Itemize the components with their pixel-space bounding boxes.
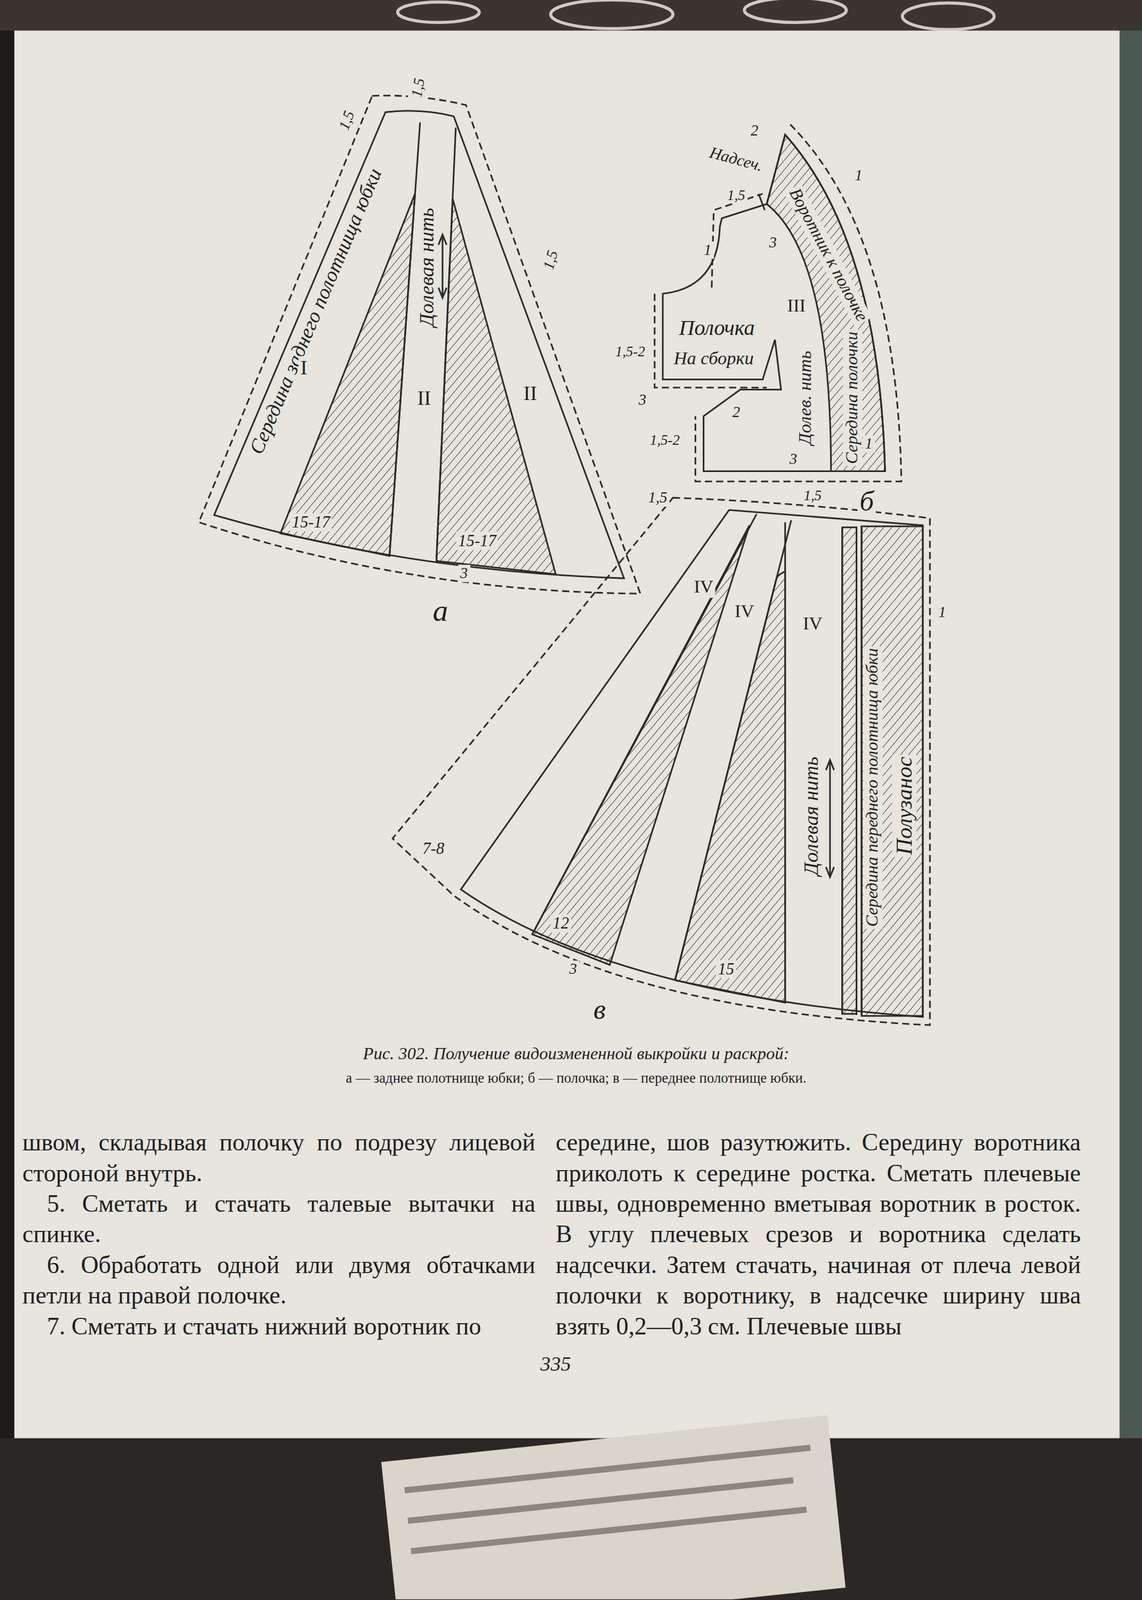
dimension-number: 3 (767, 234, 779, 252)
pattern-label: Полузанос (891, 754, 917, 857)
roman-numeral: IV (800, 614, 825, 635)
bodice-front (654, 124, 902, 481)
roman-numeral: IV (732, 601, 757, 623)
dimension-number: 7-8 (420, 839, 447, 858)
caption-line: а — заднее полотнище юбки; б — полочка; … (343, 1070, 809, 1086)
roman-numeral: I (298, 355, 310, 379)
part-letter: в (591, 993, 608, 1026)
dimension-number: 3 (457, 564, 470, 582)
pattern-line (711, 193, 763, 288)
pattern-line (436, 127, 456, 561)
roman-numeral: IV (692, 577, 716, 598)
front-skirt-panel (392, 497, 930, 1025)
pattern-line (532, 513, 757, 935)
fill-area (861, 526, 923, 1016)
fill-area (14, 30, 1120, 1438)
pattern-line (674, 519, 792, 980)
text-column: середине, шов разутюжить. Середину ворот… (555, 1126, 1081, 1341)
dimension-number: 1,5-2 (613, 343, 647, 360)
dimension-number: 2 (730, 403, 743, 421)
pattern-label: На сборки (671, 348, 757, 369)
dimension-number: 1 (936, 603, 948, 621)
pattern-line (214, 110, 625, 579)
svg-part (381, 1414, 846, 1599)
dimension-number: 12 (550, 913, 571, 932)
pattern-label: Долевая нить (799, 754, 822, 878)
pattern-label: Долев. нить (795, 348, 816, 447)
pattern-line (438, 234, 447, 299)
body-paragraph: 6. Обработать одной или двумя обтачками … (22, 1249, 536, 1311)
pattern-line (389, 122, 421, 557)
dimension-number: 15 (716, 959, 737, 978)
lace-shape (550, 0, 674, 29)
roman-numeral: III (785, 295, 808, 317)
fill-area (842, 527, 857, 1014)
pattern-line (784, 521, 786, 1003)
body-paragraph: 5. Сметать и стачать талевые вытачки на … (22, 1187, 536, 1250)
roman-numeral: II (521, 381, 540, 404)
dimension-number: 2 (748, 122, 761, 140)
page-number: 335 (538, 1352, 574, 1375)
dimension-number: 1,5 (725, 187, 747, 204)
dimension-number: 3 (636, 391, 649, 409)
pattern-label: Долевая нить (414, 205, 438, 329)
body-paragraph: середине, шов разутюжить. Середину ворот… (555, 1126, 1081, 1341)
part-letter: а (430, 592, 450, 627)
dimension-number: 1 (852, 166, 865, 184)
stroke-line (411, 1509, 807, 1551)
dimension-number: 3 (787, 450, 800, 468)
pattern-line (654, 293, 767, 388)
pattern-label: Середина полочки (842, 329, 863, 466)
dimension-number: 1,5 (801, 487, 824, 504)
dimension-number: 15-17 (456, 531, 499, 550)
pattern-line (825, 759, 834, 878)
fill-area (1119, 30, 1142, 1438)
dimension-number: 15-17 (290, 512, 333, 532)
dimension-number: 1 (701, 241, 714, 259)
pattern-line (695, 124, 902, 481)
pattern-line (392, 497, 930, 1025)
text-column: швом, складывая полочку по подрезу лицев… (22, 1126, 536, 1341)
pattern-label: Полочка (677, 316, 758, 341)
pattern-line (766, 134, 886, 471)
roman-numeral: II (415, 386, 433, 409)
lace-shape (397, 2, 480, 23)
pattern-label: Середина переднего полотнища юбки (863, 645, 883, 929)
body-paragraph: швом, складывая полочку по подрезу лицев… (22, 1126, 536, 1188)
fill-area (0, 30, 15, 1438)
figure-caption: Рис. 302. Получение видоизмененной выкро… (360, 1044, 792, 1065)
lace-shape (744, 0, 847, 23)
part-letter: б (857, 486, 876, 518)
pattern-line (198, 95, 641, 594)
fill-area (381, 1414, 846, 1599)
dimension-number: 3 (567, 960, 579, 978)
body-paragraph: 7. Сметать и стачать нижний воротник по (22, 1310, 536, 1341)
pattern-line (662, 134, 886, 471)
lace-shape (902, 3, 995, 30)
pattern-line (842, 526, 862, 1015)
pattern-line (460, 509, 923, 1017)
dimension-number: 1 (862, 435, 875, 453)
pattern-line (436, 198, 557, 575)
dimension-number: 1,5-2 (647, 432, 682, 448)
back-skirt-panel (198, 95, 641, 594)
pattern-line (758, 193, 765, 211)
dimension-number: 1,5 (646, 489, 670, 507)
